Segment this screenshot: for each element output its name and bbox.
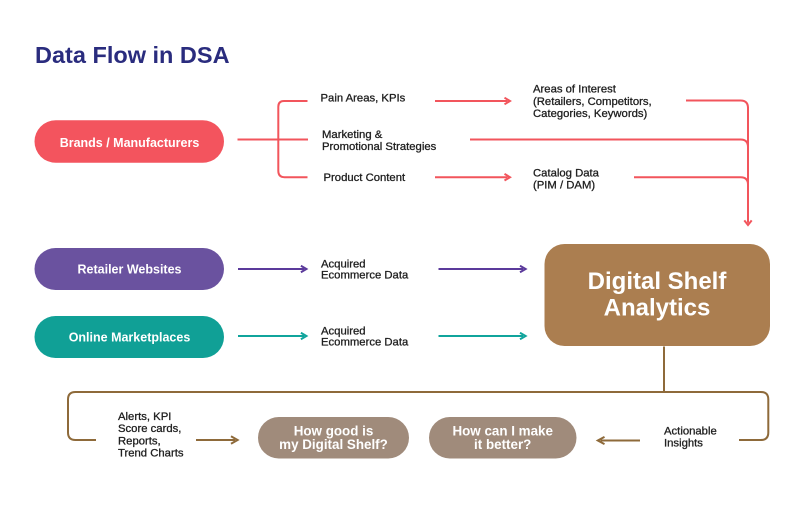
- svg-text:Pain Areas, KPIs: Pain Areas, KPIs: [321, 93, 406, 105]
- svg-text:Acquired: Acquired: [321, 258, 366, 270]
- svg-text:Reports,: Reports,: [118, 435, 161, 447]
- svg-text:(PIM / DAM): (PIM / DAM): [533, 180, 595, 192]
- svg-text:Ecommerce Data: Ecommerce Data: [321, 270, 409, 282]
- svg-text:Online Marketplaces: Online Marketplaces: [69, 331, 191, 345]
- svg-text:Categories, Keywords): Categories, Keywords): [533, 108, 648, 120]
- svg-text:Catalog Data: Catalog Data: [533, 167, 600, 179]
- svg-text:Product Content: Product Content: [324, 172, 406, 184]
- svg-text:Alerts, KPI: Alerts, KPI: [118, 411, 171, 423]
- svg-text:Ecommerce Data: Ecommerce Data: [321, 337, 409, 349]
- svg-text:it better?: it better?: [474, 437, 531, 452]
- svg-text:Retailer Websites: Retailer Websites: [78, 263, 182, 277]
- svg-text:Digital Shelf: Digital Shelf: [588, 268, 728, 295]
- svg-text:Marketing &: Marketing &: [322, 129, 383, 141]
- svg-text:(Retailers, Competitors,: (Retailers, Competitors,: [533, 96, 652, 108]
- svg-text:Acquired: Acquired: [321, 325, 366, 337]
- svg-text:How good is: How good is: [294, 424, 374, 439]
- svg-text:Areas of Interest: Areas of Interest: [533, 84, 617, 96]
- svg-text:Data Flow in DSA: Data Flow in DSA: [35, 42, 230, 68]
- svg-text:Score cards,: Score cards,: [118, 423, 181, 435]
- svg-text:Actionable: Actionable: [664, 426, 717, 438]
- svg-text:How can I make: How can I make: [452, 424, 552, 439]
- svg-text:my Digital Shelf?: my Digital Shelf?: [279, 437, 388, 452]
- svg-text:Insights: Insights: [664, 437, 703, 449]
- svg-text:Brands / Manufacturers: Brands / Manufacturers: [60, 136, 200, 150]
- svg-text:Trend Charts: Trend Charts: [118, 448, 184, 460]
- svg-text:Promotional Strategies: Promotional Strategies: [322, 141, 437, 153]
- svg-text:Analytics: Analytics: [604, 295, 711, 322]
